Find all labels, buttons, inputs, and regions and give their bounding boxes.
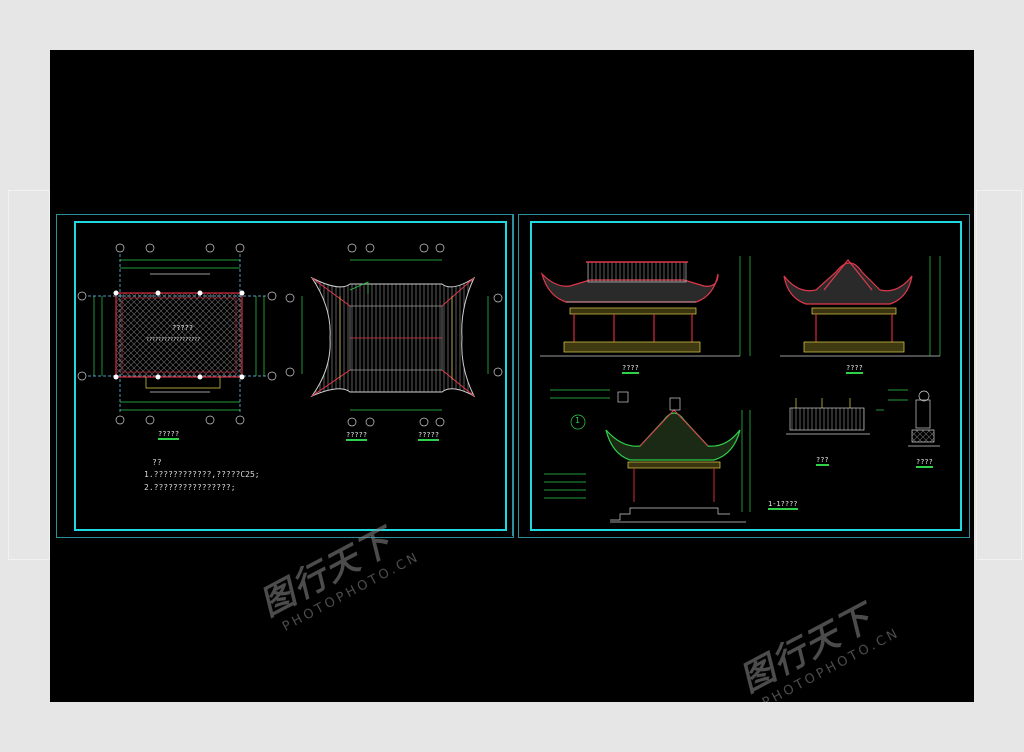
detail-title-2: ???? xyxy=(916,458,933,468)
sheet-divider xyxy=(512,214,513,536)
cad-drawing xyxy=(77,243,941,523)
note-2: 2.????????????????; xyxy=(144,483,236,492)
section-drawing xyxy=(544,389,751,523)
roof-plan xyxy=(285,243,503,427)
roof-plan-title-2: ????? xyxy=(418,431,440,441)
plan-sheet-frame xyxy=(56,214,514,538)
note-1: 1.????????????,?????C25; xyxy=(144,470,260,479)
roof-plan-title: ????? xyxy=(346,431,368,441)
elevation-sheet-border xyxy=(530,221,962,531)
railing-detail xyxy=(786,398,884,435)
section-title: 1-1???? xyxy=(768,500,798,510)
column-base-detail xyxy=(888,389,940,447)
background-sheet-right xyxy=(976,190,1022,560)
plan-center-label: ????? xyxy=(172,324,194,332)
background-sheet-left xyxy=(8,190,50,560)
cad-viewport[interactable]: ????? ?????????????????? ????? ????? ???… xyxy=(50,50,974,702)
notes-heading: ?? xyxy=(152,458,162,467)
front-elevation-title: ???? xyxy=(622,364,639,374)
floor-plan-title: ????? xyxy=(158,430,180,440)
side-elevation-title: ???? xyxy=(846,364,863,374)
plan-sheet-border xyxy=(74,221,507,531)
front-elevation xyxy=(540,256,751,357)
section-marker: 1 xyxy=(575,416,580,425)
floor-plan xyxy=(77,243,277,425)
detail-title: ??? xyxy=(816,456,829,466)
side-elevation xyxy=(780,256,941,357)
plan-center-sublabel: ?????????????????? xyxy=(146,337,201,343)
elevation-sheet-frame xyxy=(518,214,970,538)
